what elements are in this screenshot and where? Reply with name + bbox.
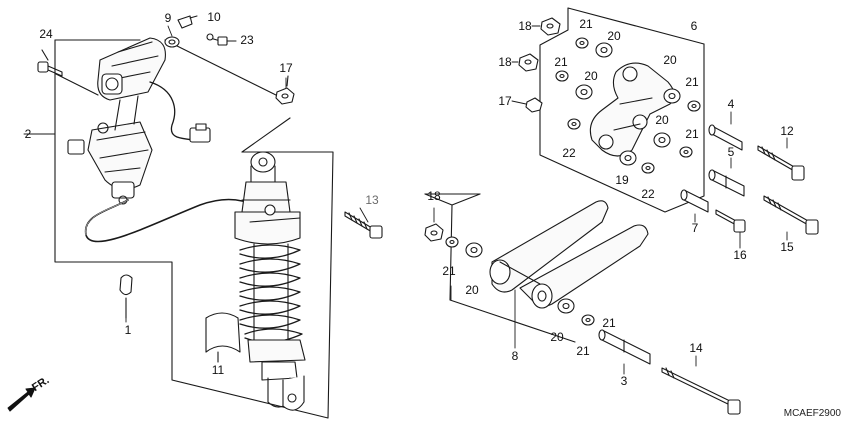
callout-12: 12 [780,124,794,138]
callout-11: 11 [211,363,225,377]
collar-3 [598,329,651,365]
callout-18-low: 18 [427,189,441,203]
callout-21-a: 21 [579,17,593,31]
bolt-12 [757,145,805,181]
sheet-11 [205,312,241,363]
callout-5: 5 [727,145,735,159]
callout-6: 6 [690,19,698,33]
collar-7 [680,189,709,213]
callout-21-e: 21 [442,264,456,278]
callout-20-e: 20 [465,283,479,297]
bolt-16 [715,209,746,233]
rocker-group-outline [539,7,705,213]
rocker-bearings [555,37,701,174]
callout-4: 4 [727,97,735,111]
callout-21-b: 21 [554,55,568,69]
callout-17: 17 [279,61,293,75]
callout-3: 3 [620,374,628,388]
callout-21-c: 21 [685,75,699,89]
callout-20-b: 20 [584,69,598,83]
callout-20-c: 20 [663,53,677,67]
callout-8: 8 [511,349,519,363]
callout-18-mid: 18 [498,55,512,69]
callout-2: 2 [24,127,32,141]
callout-24: 24 [39,27,53,41]
nut-17 [275,75,295,105]
tie-rod-group-outline [424,193,576,343]
callout-1: 1 [124,323,132,337]
callout-22-b: 22 [641,187,655,201]
actuator-unit [67,37,263,243]
front-direction-arrow [7,387,36,412]
callout-16: 16 [733,248,747,262]
callout-9: 9 [164,11,172,25]
callout-7: 7 [691,221,699,235]
callout-19: 19 [615,173,629,187]
nut-18-mid [518,53,539,72]
collar-5 [708,169,745,197]
diagram-reference-code: MCAEF2900 [783,408,841,419]
rocker-arm [589,62,676,157]
shock-absorber [234,151,306,411]
leader-lines [23,25,788,375]
callout-13: 13 [365,193,379,207]
hardware-9-10-23 [164,15,237,48]
callout-17-right: 17 [498,94,512,108]
nut-18-top [540,17,561,36]
callout-21-g: 21 [576,344,590,358]
callout-20-a: 20 [607,29,621,43]
collar-4 [708,124,743,151]
bolt-15 [763,195,819,235]
bolt-14 [661,367,741,415]
clip-1 [119,274,133,319]
tie-rod [489,200,649,309]
callout-20-f: 20 [550,330,564,344]
callout-21-f: 21 [602,316,616,330]
callout-20-d: 20 [655,113,669,127]
callout-22-a: 22 [562,146,576,160]
callout-18-top: 18 [518,19,532,33]
shock-group-outline [54,39,334,419]
bolt-24 [37,49,99,96]
nut-17-right [525,97,543,113]
tie-rod-bearings [424,223,595,326]
callout-23: 23 [240,33,254,47]
bolt-13 [344,211,383,239]
callout-10: 10 [207,10,221,24]
callout-15: 15 [780,240,794,254]
callout-14: 14 [689,341,703,355]
callout-21-d: 21 [685,127,699,141]
